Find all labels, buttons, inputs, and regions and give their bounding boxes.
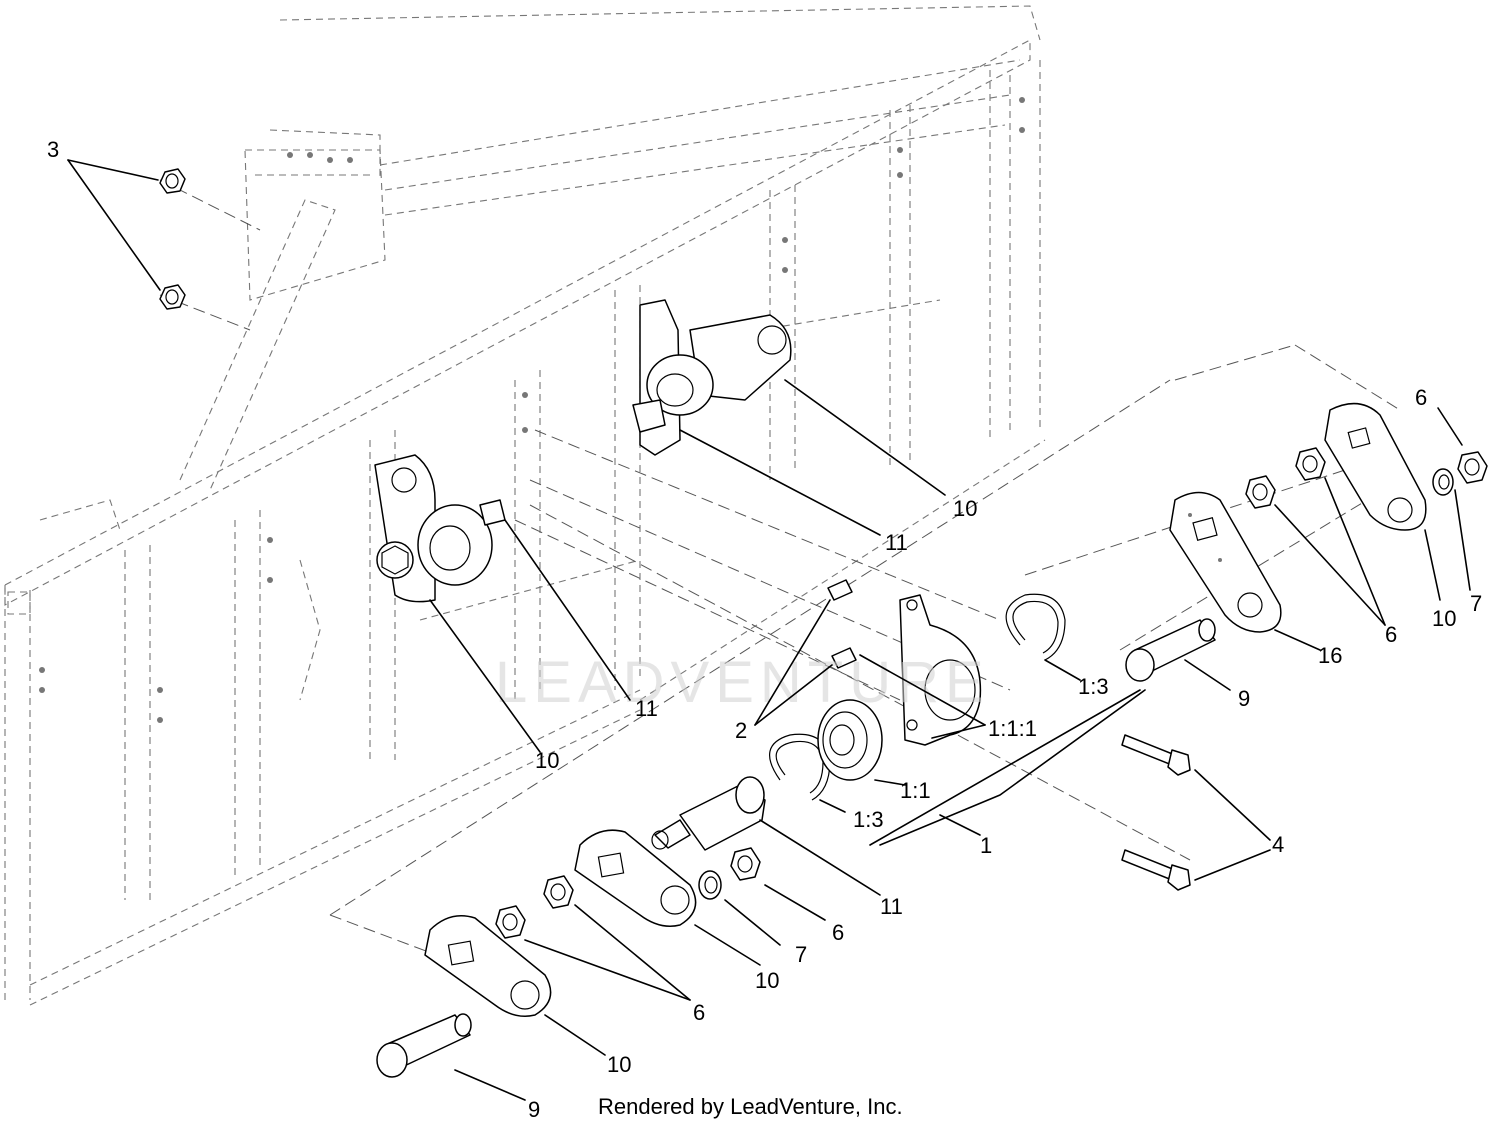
snap-ring-upper xyxy=(1005,593,1066,661)
bearing-insert xyxy=(817,699,883,781)
callout-7-low: 7 xyxy=(795,942,807,967)
pin-9-bottom xyxy=(376,1013,472,1078)
callout-1-3-lower: 1:3 xyxy=(853,807,884,832)
callout-10-low: 10 xyxy=(755,968,779,993)
callout-1: 1 xyxy=(980,833,992,858)
callout-11-mid: 11 xyxy=(635,696,658,721)
callout-16: 16 xyxy=(1318,643,1342,668)
callout-3: 3 xyxy=(47,137,59,162)
callout-6-top-right: 6 xyxy=(1415,385,1427,410)
snap-ring-lower xyxy=(769,733,831,801)
plate-10-low xyxy=(574,829,697,927)
callout-1-1: 1:1 xyxy=(900,778,931,803)
callout-11-low: 11 xyxy=(880,894,903,919)
callout-9-bottom: 9 xyxy=(528,1097,540,1122)
washer-7-right xyxy=(1432,468,1454,496)
frame-phantom xyxy=(4,5,1046,1006)
nut-6-right-c xyxy=(1457,451,1488,484)
nut-6-right-a xyxy=(1245,475,1276,509)
shaft-11 xyxy=(651,776,766,851)
callout-1-3-upper: 1:3 xyxy=(1078,674,1109,699)
callout-10-right: 10 xyxy=(1432,606,1456,631)
pin-9-right xyxy=(1125,618,1216,682)
callout-11-top: 11 xyxy=(885,530,908,555)
callout-9-right: 9 xyxy=(1238,686,1250,711)
nut-3-lower xyxy=(159,284,186,310)
roll-pin-2-lower xyxy=(831,647,857,669)
callout-7-right: 7 xyxy=(1470,591,1482,616)
callout-1-1-1: 1:1:1 xyxy=(988,716,1037,741)
bolt-4-upper xyxy=(1121,734,1191,776)
callout-labels: 3 6 10 11 11 10 2 1:3 1:1:1 9 16 6 10 7 … xyxy=(47,137,1482,1122)
leader-lines xyxy=(67,159,1471,1101)
plate-10-right xyxy=(1324,402,1427,531)
nut-6-right-b xyxy=(1295,447,1326,481)
callout-6-low: 6 xyxy=(693,1000,705,1025)
callout-10-left: 10 xyxy=(535,748,559,773)
nut-6-mid-b xyxy=(495,905,526,939)
shaft-centerlines xyxy=(159,179,1401,961)
assembled-bearing-arm-left xyxy=(374,454,506,603)
nut-6-mid-a xyxy=(543,875,574,909)
plate-10-bottom xyxy=(424,915,552,1017)
bolt-4-lower xyxy=(1121,849,1191,891)
callout-10-top: 10 xyxy=(953,496,977,521)
callout-4: 4 xyxy=(1272,832,1284,857)
callout-6-mid: 6 xyxy=(832,920,844,945)
plate-16 xyxy=(1169,491,1282,633)
watermark: LEADVENTURE xyxy=(495,650,990,715)
callout-10-bottom: 10 xyxy=(607,1052,631,1077)
bearing-housing xyxy=(899,594,982,746)
washer-7-low xyxy=(698,870,722,900)
callout-6-right: 6 xyxy=(1385,622,1397,647)
credit-text: Rendered by LeadVenture, Inc. xyxy=(598,1094,903,1119)
nut-6-low xyxy=(730,847,761,881)
roll-pin-2-upper xyxy=(827,579,853,601)
nut-3-upper xyxy=(159,168,186,194)
assembled-bearing-arm-upper xyxy=(632,299,792,456)
callout-2: 2 xyxy=(735,718,747,743)
